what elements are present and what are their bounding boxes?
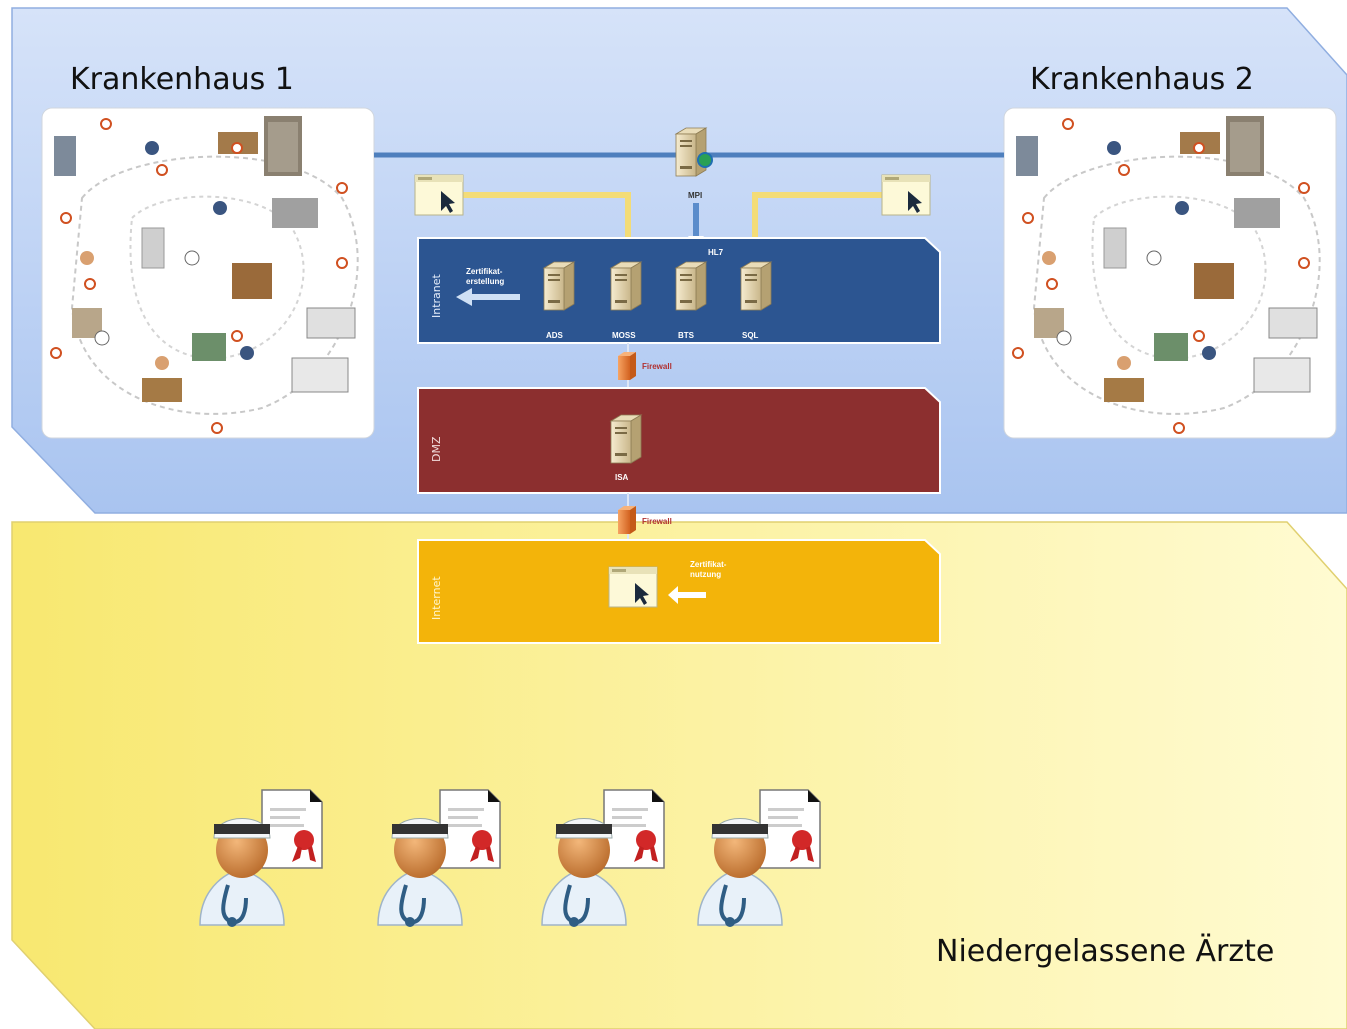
intranet-label: Intranet <box>430 274 443 318</box>
isa-server-icon <box>610 414 642 464</box>
dmz-label: DMZ <box>430 436 443 463</box>
hospital-2-title: Krankenhaus 2 <box>1030 62 1254 97</box>
ads-label: ADS <box>546 331 563 340</box>
firewall-2-label: Firewall <box>642 517 672 526</box>
hl7-label: HL7 <box>708 248 724 257</box>
browser-icon-left <box>414 174 464 216</box>
sql-label: SQL <box>742 331 759 340</box>
dmz-zone <box>417 387 941 494</box>
moss-server-icon <box>610 261 642 311</box>
browser-icon-right <box>881 174 931 216</box>
intranet-note: Zertifikat-erstellung <box>466 267 505 286</box>
internet-label: Internet <box>430 576 443 620</box>
practitioners-title: Niedergelassene Ärzte <box>936 934 1275 969</box>
internet-zone <box>417 539 941 644</box>
hospital-1-illustration <box>41 107 375 439</box>
hospital-1-title: Krankenhaus 1 <box>70 62 294 97</box>
mpi-label: MPI <box>688 191 703 200</box>
link-left-browser <box>462 192 631 238</box>
hospital-2-illustration <box>1003 107 1337 439</box>
link-right-browser <box>752 192 884 238</box>
firewall-2-icon <box>618 506 636 534</box>
practice-zone <box>11 521 1347 1029</box>
bts-label: BTS <box>678 331 694 340</box>
moss-label: MOSS <box>612 331 636 340</box>
internet-browser-icon <box>608 566 658 608</box>
ads-server-icon <box>543 261 575 311</box>
firewall-1-label: Firewall <box>642 362 672 371</box>
isa-label: ISA <box>615 473 629 482</box>
sql-server-icon <box>740 261 772 311</box>
firewall-1-icon <box>618 352 636 380</box>
internet-note: Zertifikat-nutzung <box>690 560 727 579</box>
bts-server-icon <box>675 261 707 311</box>
mpi-server-icon <box>675 127 707 177</box>
